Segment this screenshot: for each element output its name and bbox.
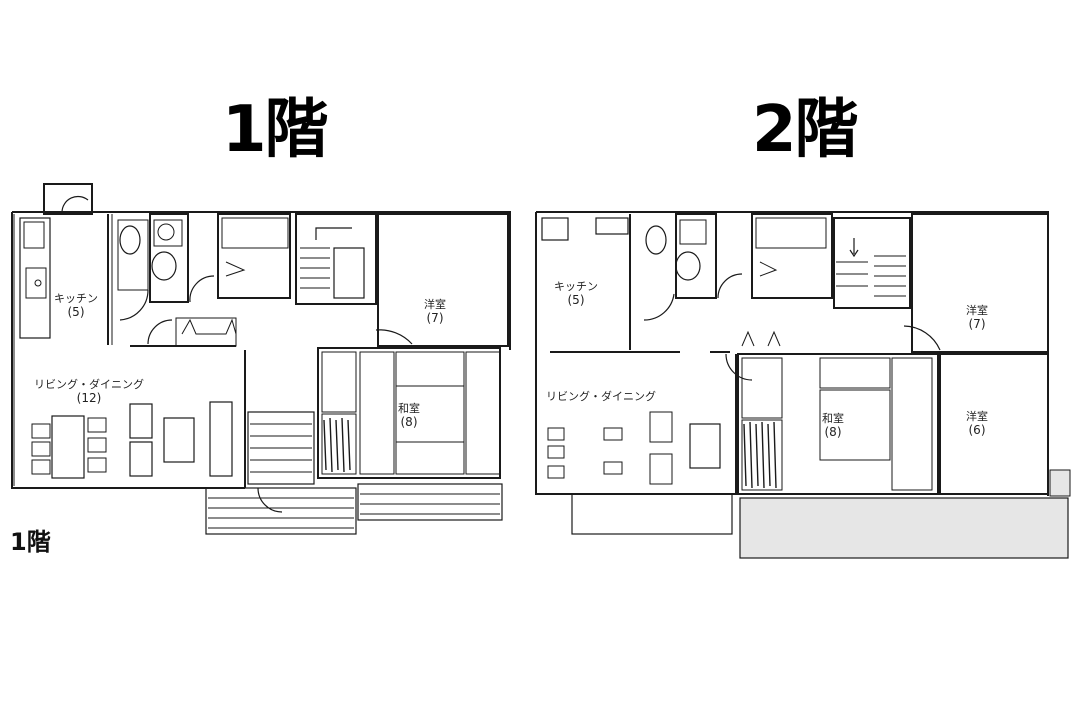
floor2-room-kitchen: キッチン (5): [554, 280, 598, 308]
floor2-title: 2階: [752, 93, 859, 167]
floor2-plan: [530, 0, 1080, 570]
floor1-room-washitsu: 和室 (8): [398, 402, 420, 430]
floor1-caption: 1階: [10, 528, 51, 556]
floor1-room-kitchen: キッチン (5): [54, 292, 98, 320]
floor2-room-living-dining: リビング・ダイニング: [546, 390, 656, 403]
floor2-room-washitsu: 和室 (8): [822, 412, 844, 440]
floor1-room-living-dining: リビング・ダイニング (12): [34, 378, 144, 406]
floor1-room-western7: 洋室 (7): [424, 298, 446, 326]
floor1-plan: [0, 0, 530, 560]
floor1-title: 1階: [222, 93, 329, 167]
floor2-room-western6: 洋室 (6): [966, 410, 988, 438]
floor2-room-western7: 洋室 (7): [966, 304, 988, 332]
